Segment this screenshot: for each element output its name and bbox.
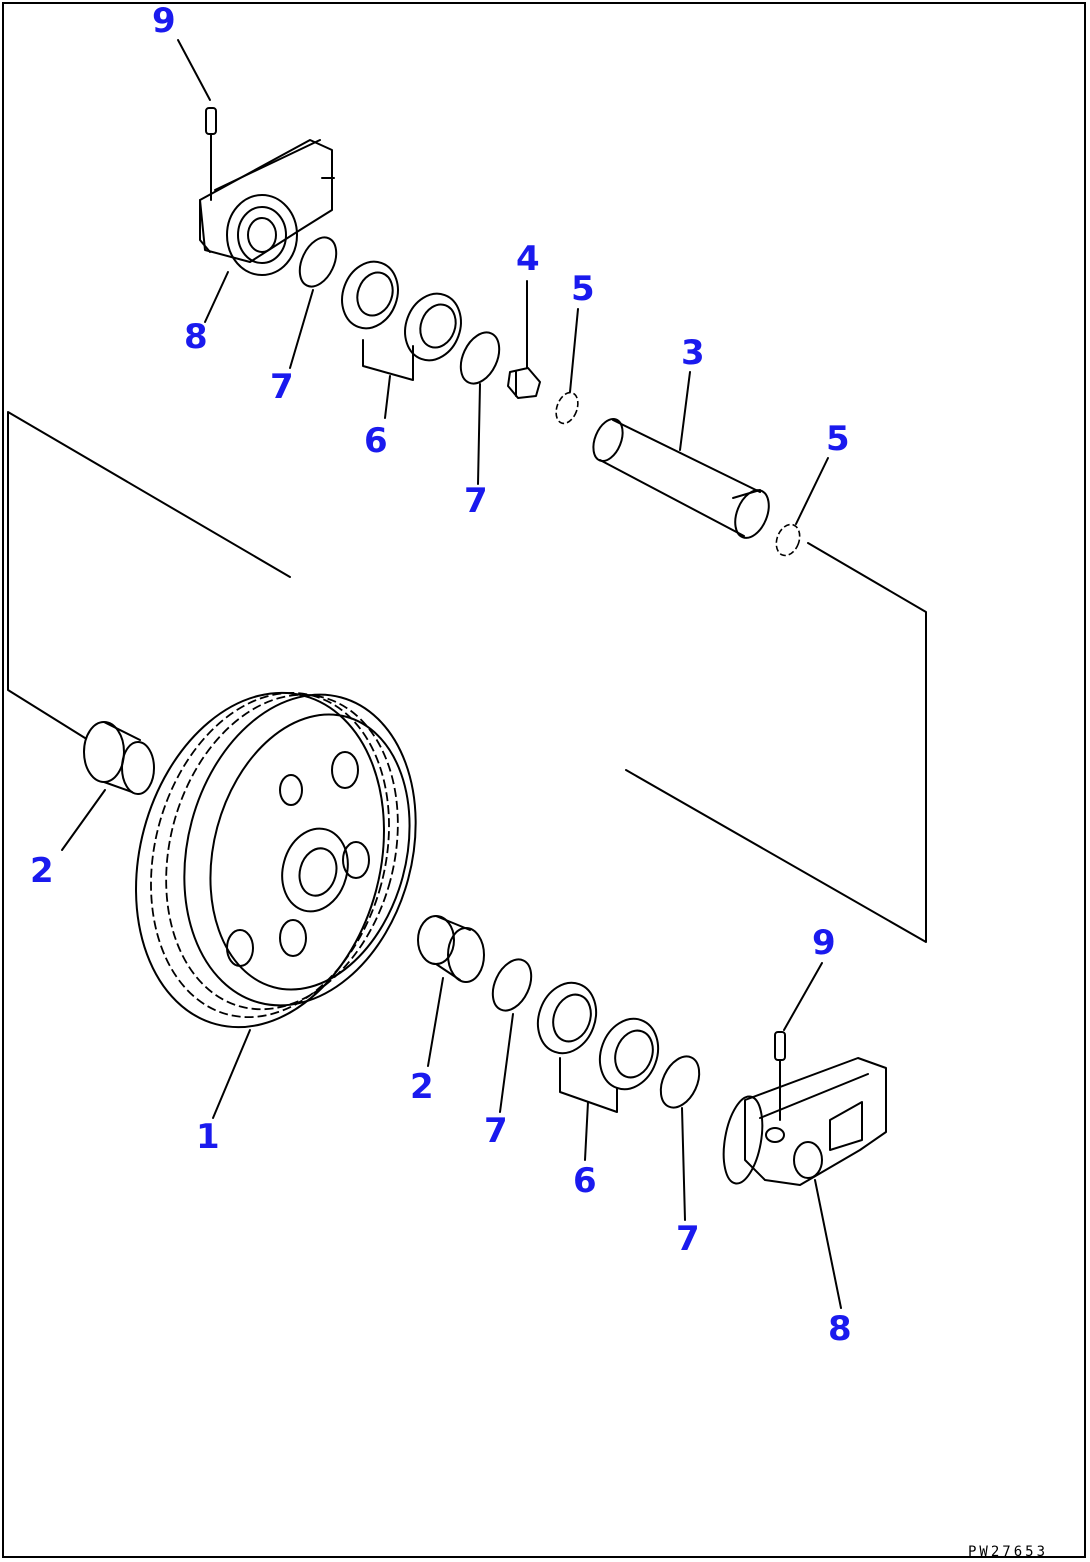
callout-9-upper: 9 xyxy=(152,1,176,41)
callout-2-left: 2 xyxy=(30,851,54,891)
callout-2-right: 2 xyxy=(410,1067,434,1107)
part-8-lower-bracket xyxy=(722,1057,887,1186)
part-8-upper-bracket xyxy=(199,139,335,276)
callout-8-upper: 8 xyxy=(184,317,208,357)
callout-9-lower: 9 xyxy=(812,923,836,963)
callout-7-upper-right: 7 xyxy=(464,481,488,521)
part-2-right-bushing xyxy=(417,915,485,983)
part-1-idler-wheel xyxy=(135,691,417,1029)
part-7-oring-d xyxy=(659,1055,701,1109)
leader-lines xyxy=(61,39,842,1309)
part-2-left-bushing xyxy=(83,721,155,795)
callout-7-lower-left: 7 xyxy=(484,1111,508,1151)
part-7-oring-a xyxy=(298,236,338,288)
part-6-upper-seal xyxy=(341,260,462,362)
part-6-lower-seal xyxy=(536,981,660,1091)
callout-7-upper-left: 7 xyxy=(270,367,294,407)
callout-8-lower: 8 xyxy=(828,1309,852,1349)
part-5-cap-a xyxy=(555,391,579,425)
part-9-upper-pin xyxy=(205,107,217,201)
part-7-oring-b xyxy=(459,331,501,385)
part-5-cap-b xyxy=(775,523,801,557)
part-7-oring-c xyxy=(491,958,533,1012)
callout-4: 4 xyxy=(516,239,540,279)
callout-5-upper: 5 xyxy=(571,269,595,309)
callout-7-lower-right: 7 xyxy=(676,1219,700,1259)
drawing-code: PW27653 xyxy=(968,1544,1048,1560)
callout-3: 3 xyxy=(681,333,705,373)
part-3-shaft xyxy=(592,418,770,539)
callout-6-upper: 6 xyxy=(364,421,388,461)
callout-5-lower: 5 xyxy=(826,419,850,459)
callout-6-lower: 6 xyxy=(573,1161,597,1201)
part-4-plug xyxy=(507,367,541,399)
callout-1: 1 xyxy=(196,1117,220,1157)
assembly-outline xyxy=(7,411,927,943)
callout-labels: 9 8 7 6 4 5 3 7 5 2 1 9 2 7 6 7 8 xyxy=(30,1,852,1349)
part-9-lower-pin xyxy=(774,1031,786,1121)
